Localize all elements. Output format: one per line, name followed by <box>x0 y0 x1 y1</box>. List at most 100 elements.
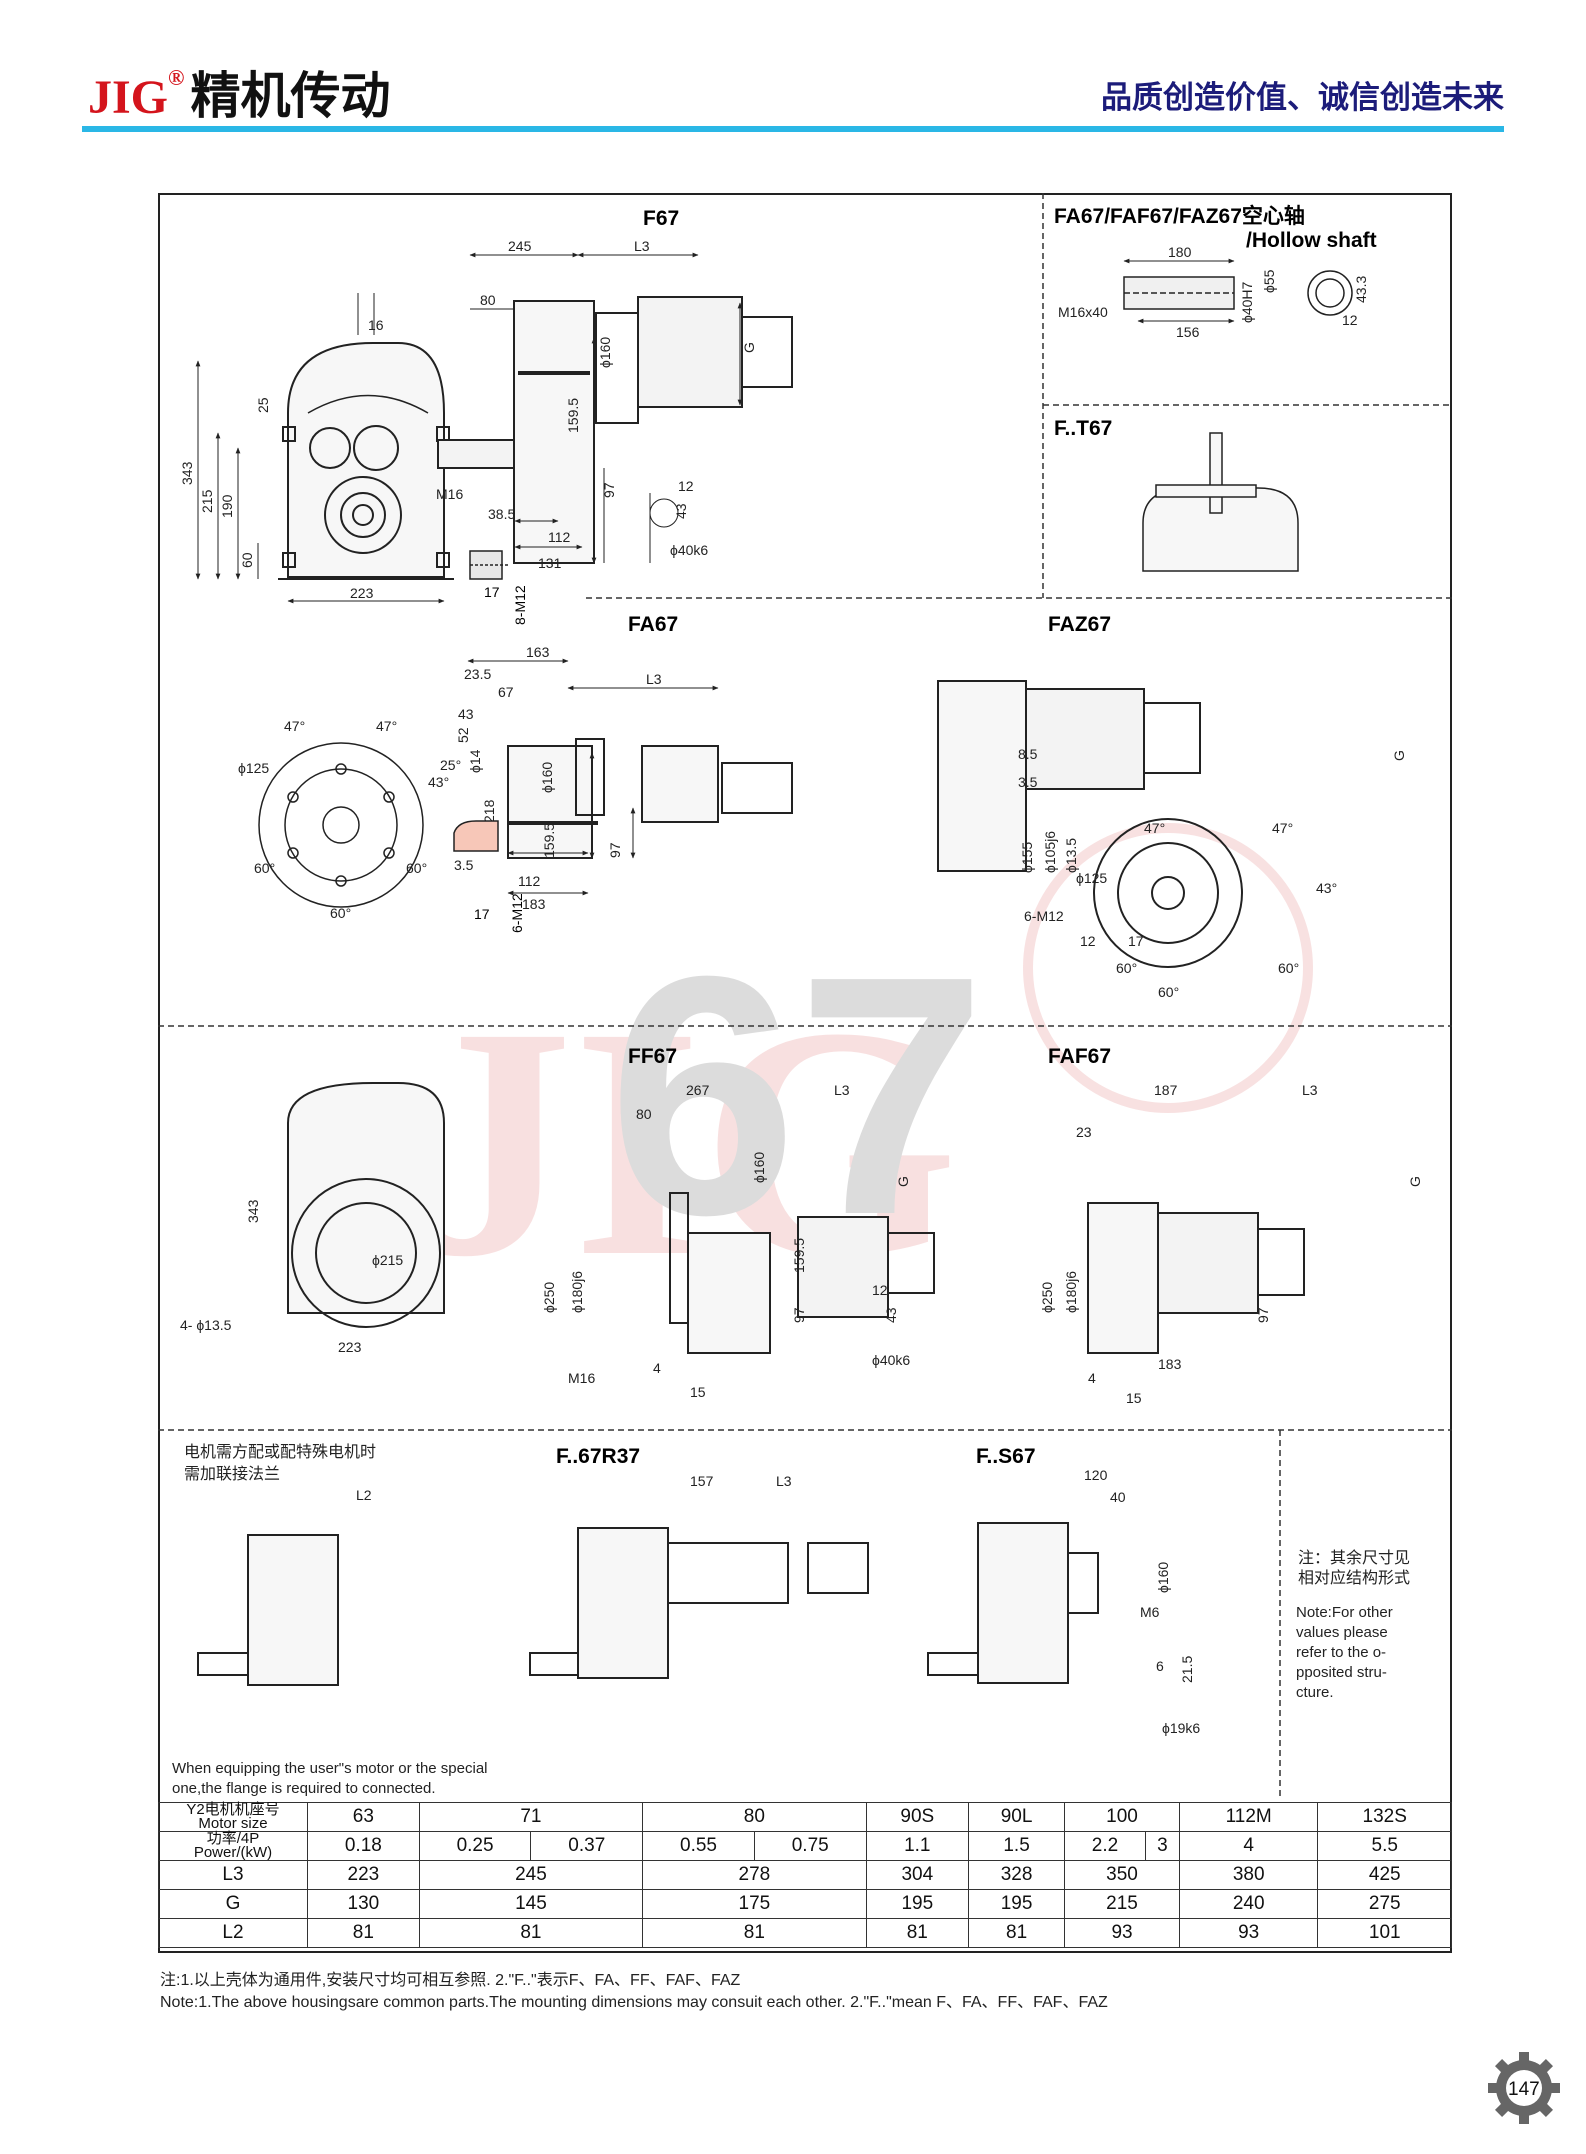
f67-drawing <box>437 296 793 564</box>
f67-labels: 245 L3 80 ϕ160 159.5 G M16 97 38.5 112 1… <box>436 238 757 571</box>
dim-phi13-5: ϕ13.5 <box>1063 838 1079 873</box>
dim-phi14: ϕ14 <box>467 749 483 773</box>
front-view-dims <box>195 293 445 604</box>
dim-phi125: ϕ125 <box>238 760 269 776</box>
dim-215: 215 <box>199 489 215 513</box>
dim-40: 40 <box>1110 1489 1126 1505</box>
dim-223: 223 <box>350 585 374 601</box>
title-f67r37: F..67R37 <box>556 1445 640 1468</box>
registered-mark: ® <box>168 65 185 90</box>
dim-15-faf: 15 <box>1126 1390 1142 1406</box>
power-cell: 0.75 <box>753 1831 867 1861</box>
ff-front-view <box>287 1082 445 1328</box>
gear-icon <box>1488 2052 1560 2124</box>
g-cell: 130 <box>307 1889 420 1919</box>
dim-60d: 60° <box>1116 960 1137 976</box>
ff-front-labels: 343 ϕ215 4- ϕ13.5 223 <box>180 1199 403 1355</box>
dim-38-5: 38.5 <box>488 506 515 522</box>
bottom-labels: L2 157 L3 120 40 ϕ160 M6 6 21.5 ϕ19k6 <box>356 1467 1200 1736</box>
dim-218: 218 <box>481 799 497 823</box>
l2-cell: 93 <box>1178 1918 1319 1948</box>
dim-97-faf: 97 <box>1255 1307 1271 1323</box>
l2-cell: 81 <box>418 1918 644 1948</box>
dim-67: 67 <box>498 684 514 700</box>
table-row: L2 81 81 81 81 81 93 93 101 <box>158 1918 1452 1948</box>
note-side-en-3: refer to the o- <box>1296 1644 1386 1661</box>
dim-phi180j6: ϕ180j6 <box>569 1271 585 1313</box>
power-cell: 3 <box>1144 1831 1180 1861</box>
dim-187: 187 <box>1154 1082 1178 1098</box>
dim-phi250-faf: ϕ250 <box>1039 1282 1055 1313</box>
g-cell: 215 <box>1064 1889 1180 1919</box>
g-cell: 195 <box>865 1889 969 1919</box>
dim-267: 267 <box>686 1082 710 1098</box>
hollow-shaft-drawing <box>1123 270 1353 316</box>
dim-97: 97 <box>601 482 617 498</box>
fa67-drawing <box>507 738 793 859</box>
note-side-en-5: cture. <box>1296 1684 1334 1701</box>
dim-6-m12-faz: 6-M12 <box>1024 908 1064 924</box>
dim-80-ff: 80 <box>636 1106 652 1122</box>
dim-8-5: 8.5 <box>1018 746 1038 762</box>
dim-47c: 47° <box>1144 820 1165 836</box>
footnote-en: Note:1.The above housingsare common part… <box>160 1994 1108 2011</box>
brand-logo: JIG®精机传动 <box>88 56 390 128</box>
dim-159-5: 159.5 <box>565 398 581 433</box>
faf67-drawing <box>1087 1202 1305 1354</box>
dim-phi40k6: ϕ40k6 <box>670 542 708 558</box>
power-cell: 0.25 <box>418 1831 532 1861</box>
dim-g-ff: G <box>895 1176 911 1187</box>
dim-l2: L2 <box>356 1487 372 1503</box>
dim-phi55: ϕ55 <box>1261 269 1277 293</box>
title-faf67: FAF67 <box>1048 1045 1111 1068</box>
title-hollow: FA67/FAF67/FAZ67空心轴 <box>1054 204 1305 228</box>
title-ft67: F..T67 <box>1054 417 1112 440</box>
faz67-drawing <box>937 680 1243 968</box>
dim-phi180j6-faf: ϕ180j6 <box>1063 1271 1079 1313</box>
dim-phi160: ϕ160 <box>597 337 613 368</box>
note-side-en-1: Note:For other <box>1296 1604 1393 1621</box>
l2-cell: 81 <box>642 1918 867 1948</box>
motor-size-cell: 71 <box>418 1802 644 1832</box>
l2-cell: 81 <box>967 1918 1066 1948</box>
dim-43deg-faz: 43° <box>1316 880 1337 896</box>
drawing-frame <box>158 193 1452 1953</box>
l3-cell: 278 <box>642 1860 867 1890</box>
dim-phi125-faz: ϕ125 <box>1076 870 1107 886</box>
power-cell: 2.2 <box>1064 1831 1146 1861</box>
dim-112-fa: 112 <box>518 873 541 889</box>
dim-47d: 47° <box>1272 820 1293 836</box>
dim-52: 52 <box>455 727 471 743</box>
front-view-drawing <box>278 342 454 580</box>
motor-size-cell: 80 <box>642 1802 867 1832</box>
dim-60f: 60° <box>1158 984 1179 1000</box>
table-row: L3 223 245 278 304 328 350 380 425 <box>158 1860 1452 1890</box>
title-ff67: FF67 <box>628 1045 677 1068</box>
dim-3-5: 3.5 <box>454 857 474 873</box>
dim-phi160-fa: ϕ160 <box>539 762 555 793</box>
motor-size-cell: 90S <box>865 1802 969 1832</box>
dim-343: 343 <box>179 461 195 485</box>
dim-phi250: ϕ250 <box>541 1282 557 1313</box>
dim-12b: 12 <box>1342 312 1358 328</box>
dim-l3-ff: L3 <box>834 1082 850 1098</box>
dim-245: 245 <box>508 238 532 254</box>
l3-cell: 304 <box>865 1860 969 1890</box>
power-cell: 5.5 <box>1317 1831 1452 1861</box>
l3-cell: 425 <box>1317 1860 1452 1890</box>
l3-cell: 223 <box>307 1860 420 1890</box>
title-fs67: F..S67 <box>976 1445 1036 1468</box>
g-cell: 195 <box>967 1889 1066 1919</box>
faf67-labels: 187 L3 23 G ϕ250 ϕ180j6 97 183 4 15 <box>1039 1082 1423 1406</box>
dim-180: 180 <box>1168 244 1192 260</box>
g-cell: 240 <box>1178 1889 1319 1919</box>
l3-cell: 350 <box>1064 1860 1180 1890</box>
dim-97-ff: 97 <box>791 1307 807 1323</box>
dim-l3-fa: L3 <box>646 671 662 687</box>
dim-12-ff: 12 <box>872 1282 888 1298</box>
dim-60e: 60° <box>1278 960 1299 976</box>
l3-cell: 380 <box>1178 1860 1319 1890</box>
